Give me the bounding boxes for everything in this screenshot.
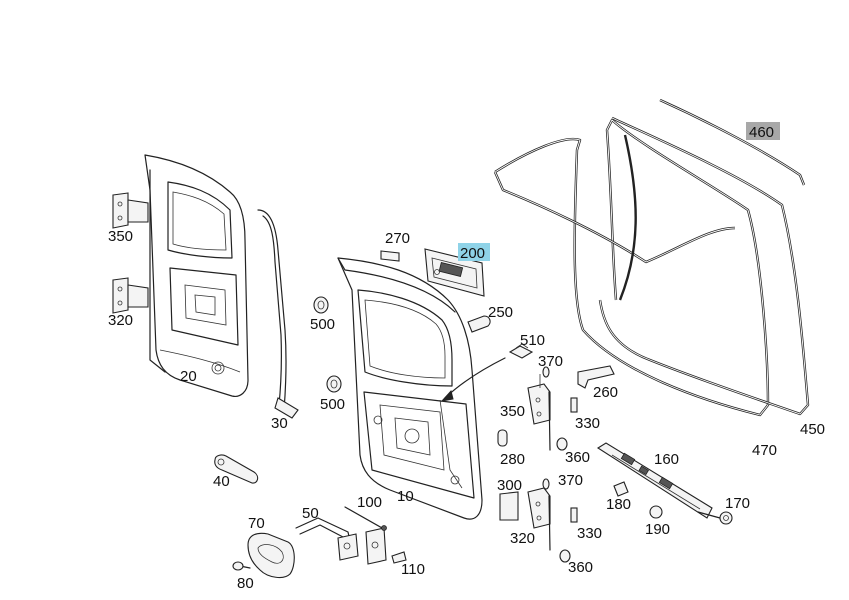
rod-100 — [344, 506, 383, 529]
door-seal-inner-450 — [598, 116, 810, 416]
label-450: 450 — [800, 421, 825, 438]
pointer-arrow — [440, 357, 506, 402]
grommet-500b — [326, 375, 342, 393]
grommet-500a — [313, 296, 329, 314]
rod-linkage-50 — [295, 517, 359, 561]
label-190: 190 — [645, 521, 670, 538]
label-180: 180 — [606, 496, 631, 513]
label-350-left: 350 — [108, 228, 133, 245]
label-30: 30 — [271, 415, 288, 432]
handle-40 — [214, 454, 259, 484]
label-500-lower: 500 — [320, 396, 345, 413]
label-360-lower: 360 — [568, 559, 593, 576]
screw-80 — [232, 561, 251, 571]
label-360-upper: 360 — [565, 449, 590, 466]
label-170: 170 — [725, 495, 750, 512]
label-330-lower: 330 — [577, 525, 602, 542]
label-320-left: 320 — [108, 312, 133, 329]
label-40: 40 — [213, 473, 230, 490]
label-10: 10 — [397, 488, 414, 505]
label-200: 200 — [460, 245, 485, 262]
label-370-upper: 370 — [538, 353, 563, 370]
roof-seal-strip-460 — [659, 98, 806, 186]
hinge-upper-right-350 — [527, 366, 551, 451]
cover-70 — [247, 532, 295, 579]
nut-360a — [556, 437, 568, 451]
nut-360b — [559, 549, 571, 563]
clip-270 — [380, 250, 400, 262]
label-160: 160 — [654, 451, 679, 468]
label-370-lower: 370 — [558, 472, 583, 489]
label-250: 250 — [488, 304, 513, 321]
screw-170 — [697, 511, 733, 525]
hinge-upper-350 — [112, 192, 149, 229]
bolt-330b — [570, 507, 578, 523]
label-350-right: 350 — [500, 403, 525, 420]
clip-180 — [613, 481, 629, 497]
label-460: 460 — [749, 124, 774, 141]
label-470: 470 — [752, 442, 777, 459]
pad-280 — [497, 429, 508, 447]
right-door-panel-10 — [337, 257, 483, 520]
lock-110 — [365, 525, 407, 565]
cap-510 — [508, 343, 534, 359]
label-50: 50 — [302, 505, 319, 522]
handle-bracket-260 — [577, 365, 615, 389]
hinge-lower-320 — [112, 277, 149, 314]
label-320-right: 320 — [510, 530, 535, 547]
label-270: 270 — [385, 230, 410, 247]
grommet-190 — [649, 505, 663, 519]
label-510: 510 — [520, 332, 545, 349]
label-80: 80 — [237, 575, 254, 592]
button-250 — [467, 315, 491, 333]
label-20: 20 — [180, 368, 197, 385]
door-seal-outer-470 — [493, 118, 770, 417]
light-bar-160 — [596, 442, 713, 519]
door-strap-30 — [257, 209, 299, 419]
label-100: 100 — [357, 494, 382, 511]
bolt-330a — [570, 397, 578, 413]
left-door-panel-20 — [144, 154, 249, 397]
highlight-200 — [458, 243, 490, 261]
label-70: 70 — [248, 515, 265, 532]
hinge-lower-right-320 — [499, 478, 551, 551]
label-110: 110 — [401, 561, 425, 578]
highlight-460 — [746, 122, 780, 140]
label-500-upper: 500 — [310, 316, 335, 333]
label-280: 280 — [500, 451, 525, 468]
label-300: 300 — [497, 477, 522, 494]
label-260: 260 — [593, 384, 618, 401]
label-330-upper: 330 — [575, 415, 600, 432]
